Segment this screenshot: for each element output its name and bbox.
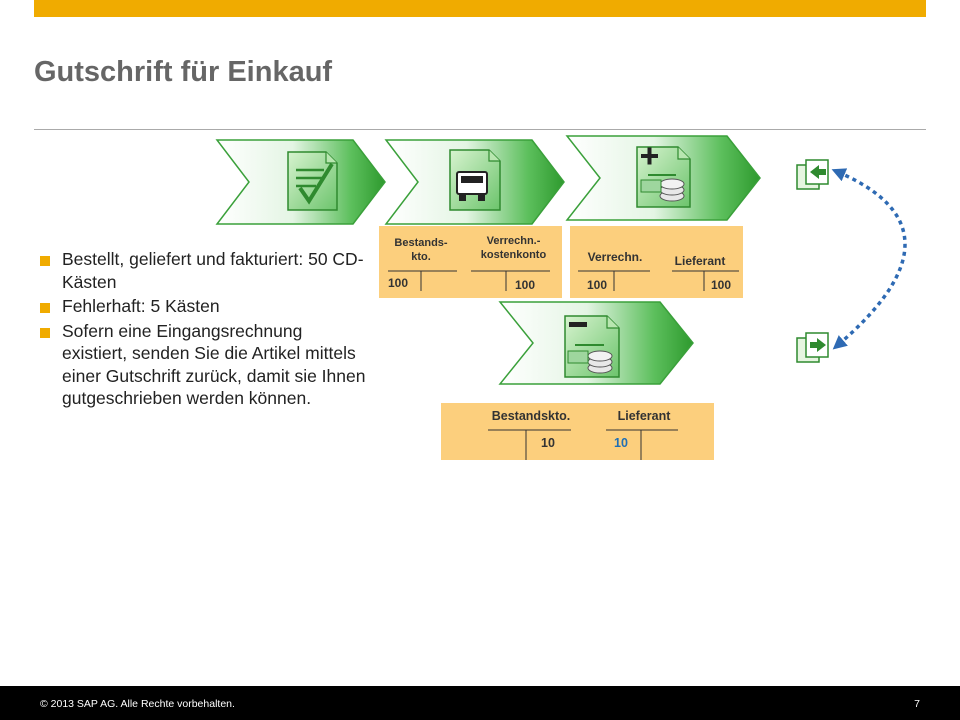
account-label: Lieferant <box>617 409 671 423</box>
top-accent-bar <box>34 0 926 17</box>
bullet-marker <box>40 256 50 266</box>
invoice-plus-coins-icon <box>636 146 691 208</box>
bullet-item: Fehlerhaft: 5 Kästen <box>40 295 370 318</box>
checked-document-icon <box>287 151 338 211</box>
account-label: Bestandskto. <box>491 409 571 423</box>
account-label: Verrechn. <box>587 250 643 264</box>
account-value: 100 <box>387 276 409 290</box>
bullet-item: Bestellt, geliefert und fakturiert: 50 C… <box>40 248 370 293</box>
process-step-order <box>215 139 386 225</box>
account-box-invoice: Verrechn. Lieferant 100 100 <box>570 226 743 298</box>
bullet-marker <box>40 327 50 338</box>
t-account-lines <box>488 429 678 460</box>
t-account-lines <box>388 270 550 291</box>
account-label: Verrechn.- kostenkonto <box>480 235 547 261</box>
page-number: 7 <box>914 698 920 710</box>
copyright-text: © 2013 SAP AG. Alle Rechte vorbehalten. <box>40 698 235 710</box>
return-flow-arrow <box>831 168 907 350</box>
account-value: 10 <box>541 436 555 450</box>
outgoing-document-icon <box>796 332 829 363</box>
account-value: 100 <box>710 278 732 292</box>
bullet-list: Bestellt, geliefert und fakturiert: 50 C… <box>40 248 370 412</box>
process-step-goods-receipt <box>384 139 565 225</box>
account-value: 100 <box>514 278 536 292</box>
account-label: Lieferant <box>674 254 726 268</box>
title-divider <box>34 129 926 130</box>
bullet-item: Sofern eine Eingangsrechnung existiert, … <box>40 320 370 410</box>
account-box-credit-memo: Bestandskto. Lieferant 10 10 <box>441 403 714 460</box>
delivery-truck-icon <box>449 149 501 211</box>
account-value-highlight: 10 <box>614 436 628 450</box>
process-diagram <box>215 135 907 385</box>
credit-memo-minus-coins-icon <box>564 315 620 378</box>
process-step-credit-memo <box>498 301 694 385</box>
slide-title: Gutschrift für Einkauf <box>34 56 333 88</box>
t-account-lines <box>578 270 739 291</box>
account-value: 100 <box>586 278 608 292</box>
incoming-document-icon <box>796 159 829 190</box>
bullet-marker <box>40 303 50 313</box>
process-step-invoice <box>565 135 761 221</box>
account-box-goods-receipt: Bestands- kto. Verrechn.- kostenkonto 10… <box>379 226 562 298</box>
account-label: Bestands- kto. <box>394 237 448 263</box>
footer-bar <box>0 686 960 720</box>
